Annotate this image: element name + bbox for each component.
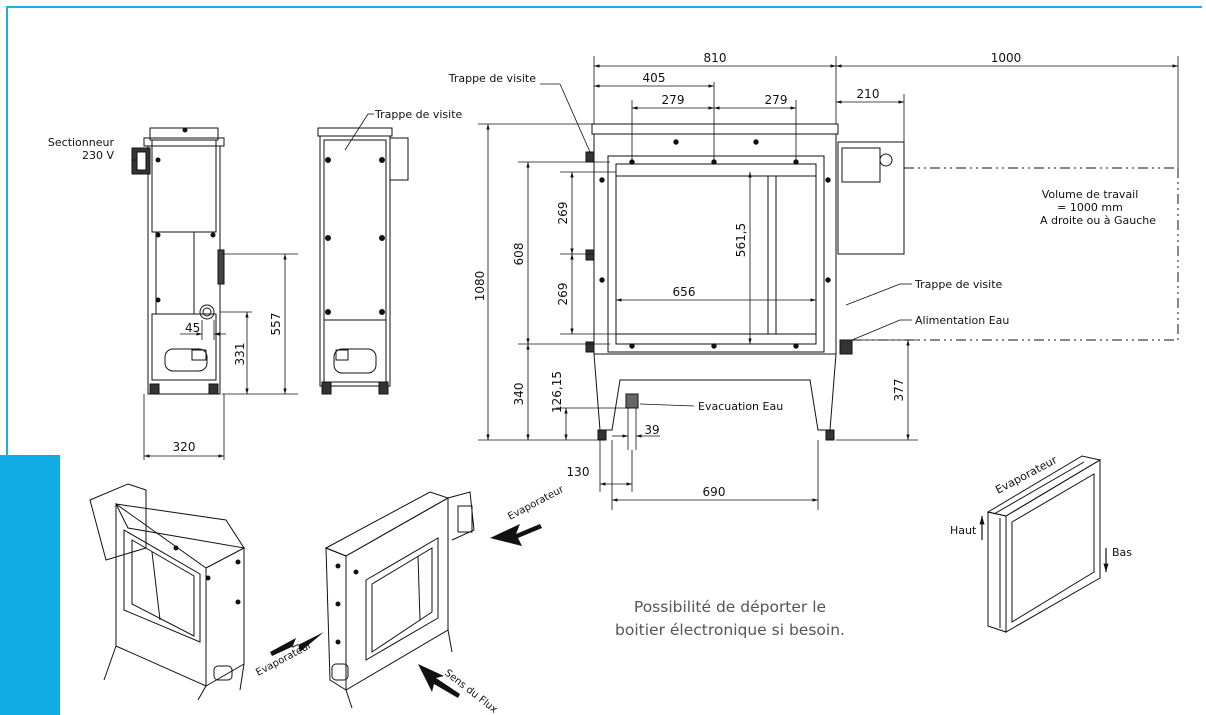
dim-810: 810 (704, 51, 727, 65)
haut-label: Haut (950, 524, 977, 537)
evaporateur-arrow-1 (490, 524, 542, 546)
trappe-label-side: Trappe de visite (374, 108, 463, 121)
dim-45: 45 (185, 321, 200, 335)
dim-126-15: 126,15 (550, 371, 564, 413)
dim-210: 210 (857, 87, 880, 101)
side-view-left (131, 127, 225, 395)
page-frame (6, 6, 1202, 712)
dim-608: 608 (512, 243, 526, 266)
dim-39: 39 (644, 423, 659, 437)
alimentation-label: Alimentation Eau (915, 314, 1009, 327)
dim-340: 340 (512, 383, 526, 406)
dim-405: 405 (643, 71, 666, 85)
volume-line2: = 1000 mm (1057, 201, 1123, 214)
evaporateur-label-1: Evaporateur (506, 484, 566, 523)
trappe-label-top: Trappe de visite (448, 72, 537, 85)
dim-320: 320 (173, 440, 196, 454)
volume-line3: A droite ou à Gauche (1040, 214, 1156, 227)
dim-331: 331 (233, 343, 247, 366)
evacuation-label: Evacuation Eau (698, 400, 783, 413)
side-view-center (317, 127, 409, 395)
dim-1080: 1080 (473, 271, 487, 302)
dim-269-lower: 269 (556, 283, 570, 306)
voltage-label: 230 V (82, 149, 114, 162)
dim-279-left: 279 (662, 93, 685, 107)
iso-view-center (324, 491, 475, 709)
relocation-note: Possibilité de déporter le boitier élect… (560, 596, 900, 642)
flux-arrow (418, 664, 460, 698)
note-line-2: boitier électronique si besoin. (615, 621, 845, 639)
evaporator-diagram (986, 455, 1102, 633)
dim-130: 130 (567, 465, 590, 479)
dim-1000: 1000 (991, 51, 1022, 65)
dim-561-5: 561,5 (734, 223, 748, 257)
dim-269-upper: 269 (556, 202, 570, 225)
dim-377: 377 (892, 379, 906, 402)
dim-279-right: 279 (765, 93, 788, 107)
dim-690: 690 (703, 485, 726, 499)
volume-line1: Volume de travail (1042, 188, 1139, 201)
trappe-label-right: Trappe de visite (914, 278, 1003, 291)
note-line-1: Possibilité de déporter le (633, 598, 827, 616)
bas-label: Bas (1112, 546, 1132, 559)
dim-557: 557 (269, 313, 283, 336)
front-view (585, 123, 905, 441)
evaporateur-arrow-2 (270, 632, 324, 656)
accent-bar (0, 455, 60, 715)
iso-view-left (89, 483, 246, 701)
dim-656: 656 (673, 285, 696, 299)
sectionneur-label: Sectionneur (48, 136, 115, 149)
